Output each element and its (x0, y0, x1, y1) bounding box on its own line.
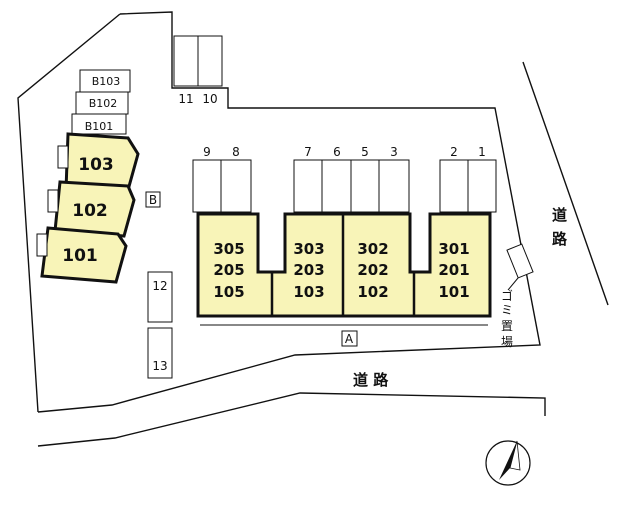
building-a-label: A (345, 332, 354, 346)
storage-label-b103: B103 (92, 75, 121, 88)
unit-b-101 (40, 226, 128, 284)
parking-label-2: 2 (450, 145, 458, 159)
parking-space-10 (197, 35, 223, 87)
gomi-station (506, 243, 534, 291)
storage-label-b102: B102 (89, 97, 118, 110)
parking-label-10: 10 (202, 92, 217, 106)
unit-label-301: 301 (438, 240, 469, 258)
road-east-char-2: 路 (552, 230, 568, 248)
unit-label-b103: 103 (78, 155, 114, 175)
unit-label-303: 303 (293, 240, 324, 258)
parking-label-13: 13 (152, 359, 167, 373)
unit-label-102: 102 (357, 283, 388, 301)
unit-label-203: 203 (293, 261, 324, 279)
unit-label-201: 201 (438, 261, 469, 279)
gomi-char-1: ゴ (501, 288, 513, 303)
storage-label-b101: B101 (85, 120, 114, 133)
parking-label-6: 6 (333, 145, 341, 159)
unit-label-202: 202 (357, 261, 388, 279)
site-boundary (17, 11, 609, 447)
gomi-char-2: ミ (501, 303, 513, 317)
unit-label-b101: 101 (62, 246, 98, 266)
parking-label-5: 5 (361, 145, 369, 159)
parking-label-3: 3 (390, 145, 398, 159)
building-b-label: B (149, 193, 157, 207)
unit-b-103 (64, 132, 140, 192)
parking-label-1: 1 (478, 145, 486, 159)
gomi-char-4: 場 (501, 335, 513, 349)
unit-label-103: 103 (293, 283, 324, 301)
unit-label-101: 101 (438, 283, 469, 301)
unit-b-102 (53, 180, 136, 238)
parking-label-11: 11 (178, 92, 193, 106)
parking-label-9: 9 (203, 145, 211, 159)
building-b (40, 132, 140, 284)
unit-label-105: 105 (213, 283, 244, 301)
unit-label-205: 205 (213, 261, 244, 279)
storage-b101 (71, 113, 127, 135)
parking-label-8: 8 (232, 145, 240, 159)
parking-space-11 (173, 35, 199, 87)
unit-label-b102: 102 (72, 201, 108, 221)
parking-top (173, 35, 223, 87)
parking-side (147, 271, 173, 379)
parking-label-7: 7 (304, 145, 312, 159)
road-south-label: 道 路 (353, 371, 389, 389)
gomi-char-3: 置 (501, 319, 513, 333)
parking-label-12: 12 (152, 279, 167, 293)
unit-label-305: 305 (213, 240, 244, 258)
parking-row-a (192, 159, 497, 213)
north-arrow-icon (485, 440, 531, 486)
parking-space-13 (147, 327, 173, 379)
parking-space-12 (147, 271, 173, 323)
unit-label-302: 302 (357, 240, 388, 258)
road-east-char-1: 道 (552, 206, 567, 224)
storage-units (71, 69, 131, 135)
